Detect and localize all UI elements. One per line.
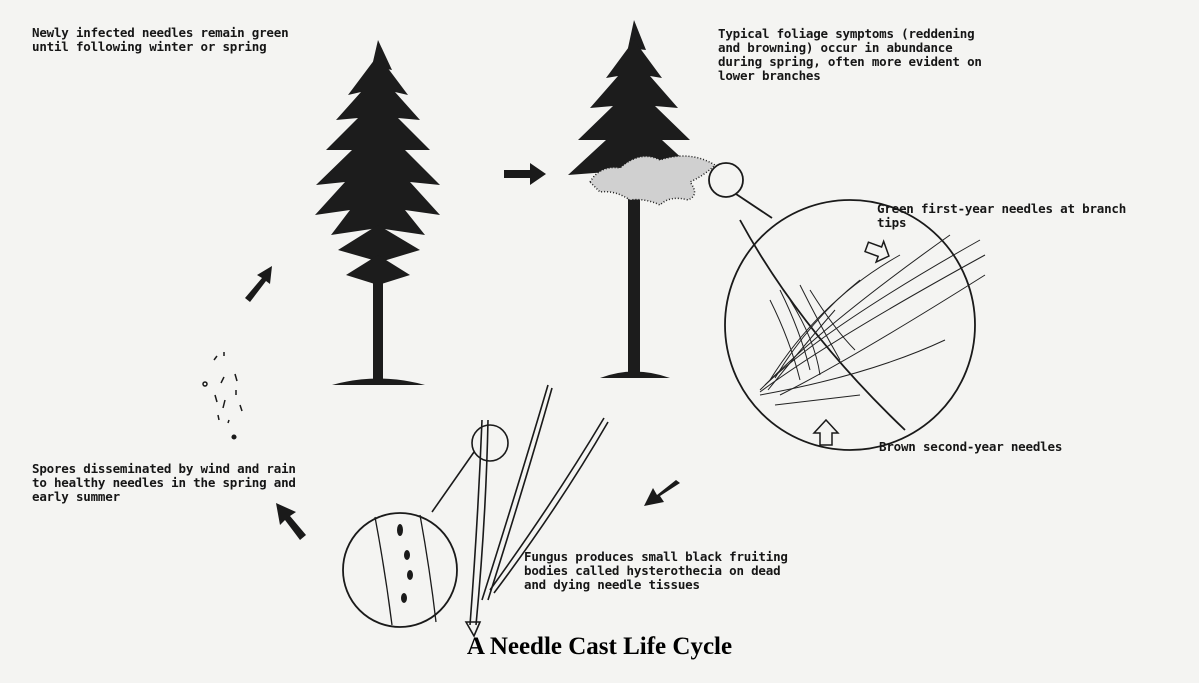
spores [203,352,242,439]
figure-caption: A Needle Cast Life Cycle [0,633,1199,661]
label-spores: Spores disseminated by wind and rain to … [32,462,372,504]
label-brown-needles: Brown second-year needles [879,440,1199,454]
label-green-needles: Green first-year needles at branch tips [877,202,1197,230]
magnified-needle-circle [343,513,457,627]
label-newly-infected: Newly infected needles remain green unti… [32,26,362,54]
dead-needles [432,385,608,636]
magnified-branch-circle [725,200,975,450]
hysterothecia [397,524,413,603]
needle-bundle-drawing [760,235,985,405]
label-fungus: Fungus produces small black fruiting bod… [524,550,864,592]
label-typical-symptoms: Typical foliage symptoms (reddening and … [718,27,1058,83]
healthy-pine-tree [315,40,440,385]
diseased-pine-tree [568,20,715,378]
pointer-arrows [814,237,893,445]
